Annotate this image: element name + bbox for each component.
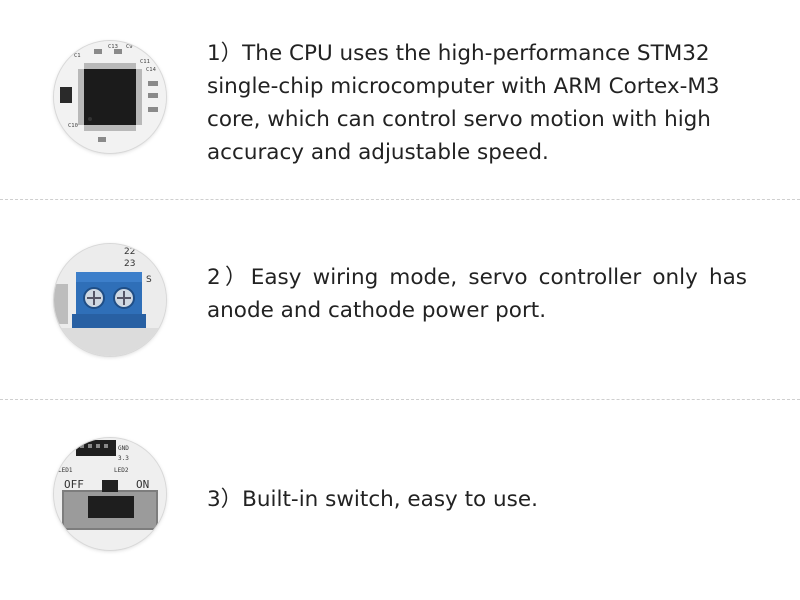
feature-row-cpu: C13 C9 C1 C11 C14 C10 1）The CPU uses the… <box>0 0 800 199</box>
dashed-divider <box>0 199 800 200</box>
feature-description-wiring: 2）Easy wiring mode, servo controller onl… <box>207 265 747 323</box>
label-led1: LED1 <box>58 467 73 474</box>
label-c14: C14 <box>146 67 157 73</box>
dashed-divider <box>0 399 800 400</box>
label-c13: C13 <box>108 44 118 50</box>
toggle-switch-icon: GND 3.3 LED1 LED2 OFF ON <box>54 438 166 550</box>
feature-description-switch: 3）Built-in switch, easy to use. <box>207 487 538 512</box>
label-gnd: GND <box>118 445 129 452</box>
label-led2: LED2 <box>114 467 129 474</box>
feature-row-wiring: 22 23 S 2）Easy wiring mode, servo contro… <box>0 201 800 400</box>
label-on: ON <box>136 478 149 491</box>
cpu-chip-icon: C13 C9 C1 C11 C14 C10 <box>54 41 166 153</box>
label-c11: C11 <box>140 59 150 65</box>
label-s: S <box>146 275 152 285</box>
label-22: 22 <box>124 247 135 257</box>
label-c10: C10 <box>68 123 78 129</box>
label-off: OFF <box>64 478 84 491</box>
label-3v3: 3.3 <box>118 455 129 462</box>
label-23: 23 <box>124 259 135 269</box>
label-c9: C9 <box>126 44 133 50</box>
feature-row-switch: GND 3.3 LED1 LED2 OFF ON 3）Built-in swit… <box>0 401 800 600</box>
feature-description-cpu: 1）The CPU uses the high-performance STM3… <box>207 41 720 165</box>
label-c1: C1 <box>74 53 81 59</box>
power-terminal-icon: 22 23 S <box>54 244 166 356</box>
